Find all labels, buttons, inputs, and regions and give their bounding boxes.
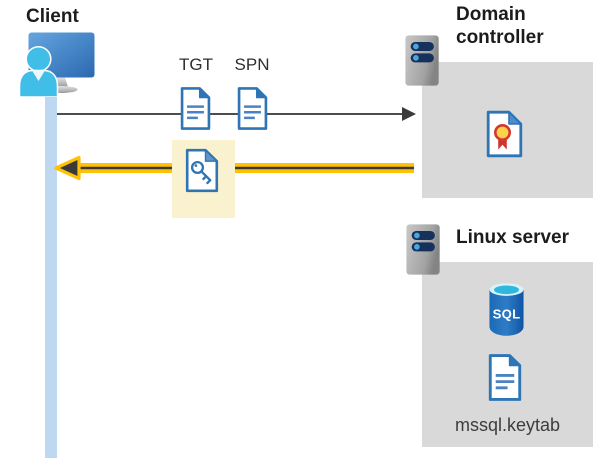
client-label: Client bbox=[26, 6, 79, 27]
domain-controller-server-icon bbox=[405, 35, 439, 86]
tgt-document-icon bbox=[180, 87, 211, 130]
sql-badge-text: SQL bbox=[493, 307, 521, 322]
client-lifeline-bar bbox=[45, 92, 57, 458]
seal bbox=[494, 124, 511, 141]
linux-server-label: Linux server bbox=[456, 227, 569, 248]
linux-server-icon bbox=[406, 224, 440, 275]
keytab-document-icon bbox=[488, 354, 522, 401]
domain-controller-label: Domain controller bbox=[456, 4, 544, 48]
response-arrow bbox=[54, 155, 414, 181]
client-user-monitor-icon bbox=[18, 32, 95, 97]
sql-database-icon: SQL bbox=[489, 283, 524, 336]
ribbon bbox=[498, 138, 507, 150]
certificate-icon bbox=[486, 110, 523, 158]
user-icon bbox=[18, 45, 59, 97]
spn-label: SPN bbox=[234, 55, 270, 74]
key-glyph bbox=[190, 160, 212, 185]
keytab-filename-label: mssql.keytab bbox=[454, 415, 561, 435]
key-document-icon bbox=[185, 148, 219, 193]
tgt-label: TGT bbox=[179, 55, 213, 74]
spn-document-icon bbox=[237, 87, 268, 130]
request-arrow bbox=[57, 107, 416, 121]
